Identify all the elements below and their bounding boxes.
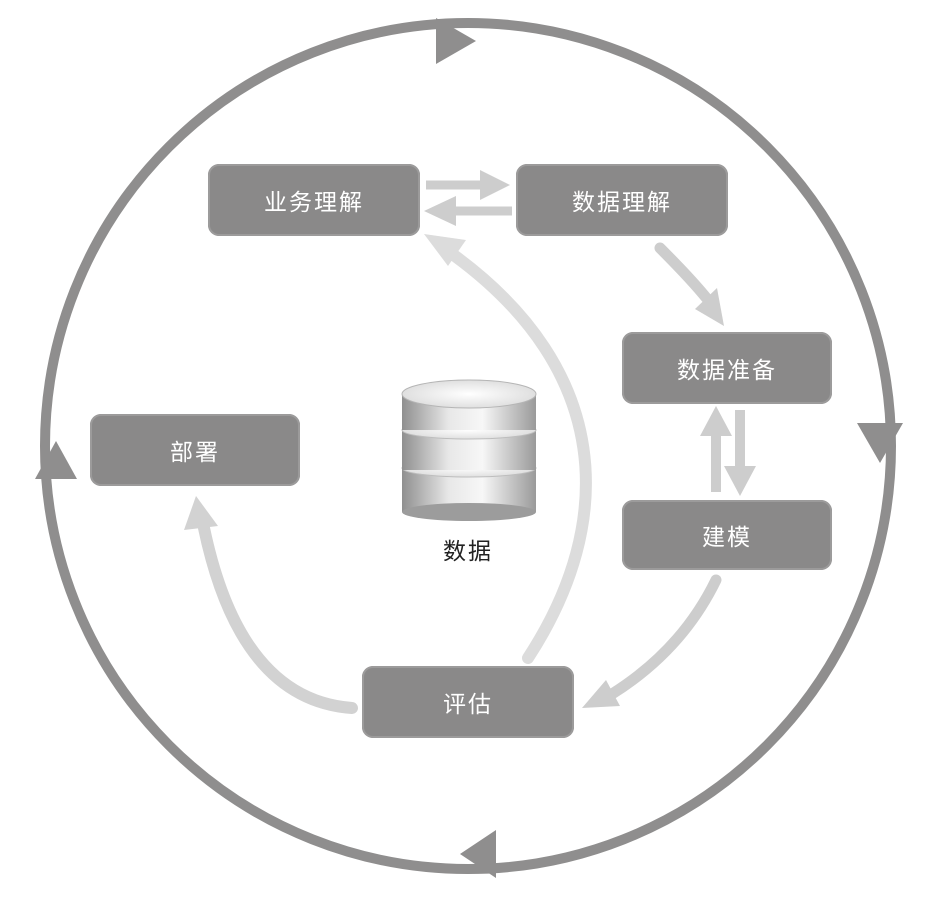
outer-cycle-arrow-top	[436, 18, 476, 64]
arrow-evaluation-to-deployment	[184, 496, 358, 714]
node-evaluation: 评估	[362, 666, 574, 738]
outer-cycle-arrow-right	[857, 423, 903, 463]
node-data-understanding: 数据理解	[516, 164, 728, 236]
arrow-modeling-to-preparation	[700, 406, 732, 492]
database-icon	[401, 379, 537, 521]
node-deployment: 部署	[90, 414, 300, 486]
node-business-understanding: 业务理解	[208, 164, 420, 236]
arrow-business-to-data	[426, 170, 510, 200]
arrow-evaluation-to-business	[424, 234, 592, 664]
arrow-data-to-preparation	[654, 242, 724, 326]
node-data-preparation: 数据准备	[622, 332, 832, 404]
outer-cycle-arrow-bottom	[460, 830, 496, 878]
arrow-data-to-business	[424, 196, 512, 226]
outer-cycle-ring	[40, 18, 896, 874]
database-label: 数据	[443, 539, 493, 565]
node-modeling: 建模	[622, 500, 832, 570]
outer-cycle-arrow-left	[35, 441, 77, 479]
arrow-preparation-to-modeling	[724, 410, 756, 496]
arrow-modeling-to-evaluation	[582, 574, 722, 708]
